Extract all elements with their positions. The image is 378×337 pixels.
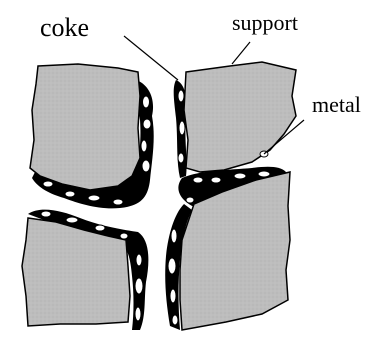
metal-particle bbox=[172, 315, 178, 325]
metal-particle bbox=[43, 181, 53, 187]
metal-particle bbox=[178, 90, 184, 102]
metal-label: metal bbox=[312, 92, 361, 117]
support-grain-top-left bbox=[30, 64, 140, 190]
metal-particle bbox=[136, 254, 142, 266]
metal-particle bbox=[178, 153, 184, 163]
metal-particle bbox=[143, 96, 150, 108]
metal-particle bbox=[179, 121, 185, 135]
metal-particle bbox=[66, 217, 78, 223]
metal-particle bbox=[142, 160, 150, 172]
support-label: support bbox=[232, 10, 298, 35]
metal-particle bbox=[113, 199, 123, 205]
metal-particle bbox=[258, 171, 270, 177]
metal-particle bbox=[135, 278, 143, 294]
support-grain-top-right bbox=[184, 62, 296, 172]
support-pointer-line bbox=[232, 42, 250, 64]
metal-particle bbox=[65, 191, 75, 197]
metal-particle bbox=[88, 195, 100, 201]
metal-particle bbox=[41, 211, 51, 217]
metal-particle bbox=[234, 173, 246, 179]
metal-particle bbox=[168, 258, 176, 274]
metal-particle bbox=[186, 197, 194, 203]
metal-particle bbox=[120, 233, 128, 239]
metal-particle bbox=[193, 177, 203, 183]
metal-particle bbox=[171, 229, 177, 243]
metal-particle bbox=[141, 140, 147, 152]
metal-particle bbox=[143, 119, 151, 129]
metal-particle bbox=[95, 225, 105, 231]
metal-particle bbox=[135, 307, 141, 321]
metal-particle bbox=[170, 289, 176, 303]
metal-particle bbox=[211, 177, 221, 183]
coke-label: coke bbox=[40, 13, 89, 42]
